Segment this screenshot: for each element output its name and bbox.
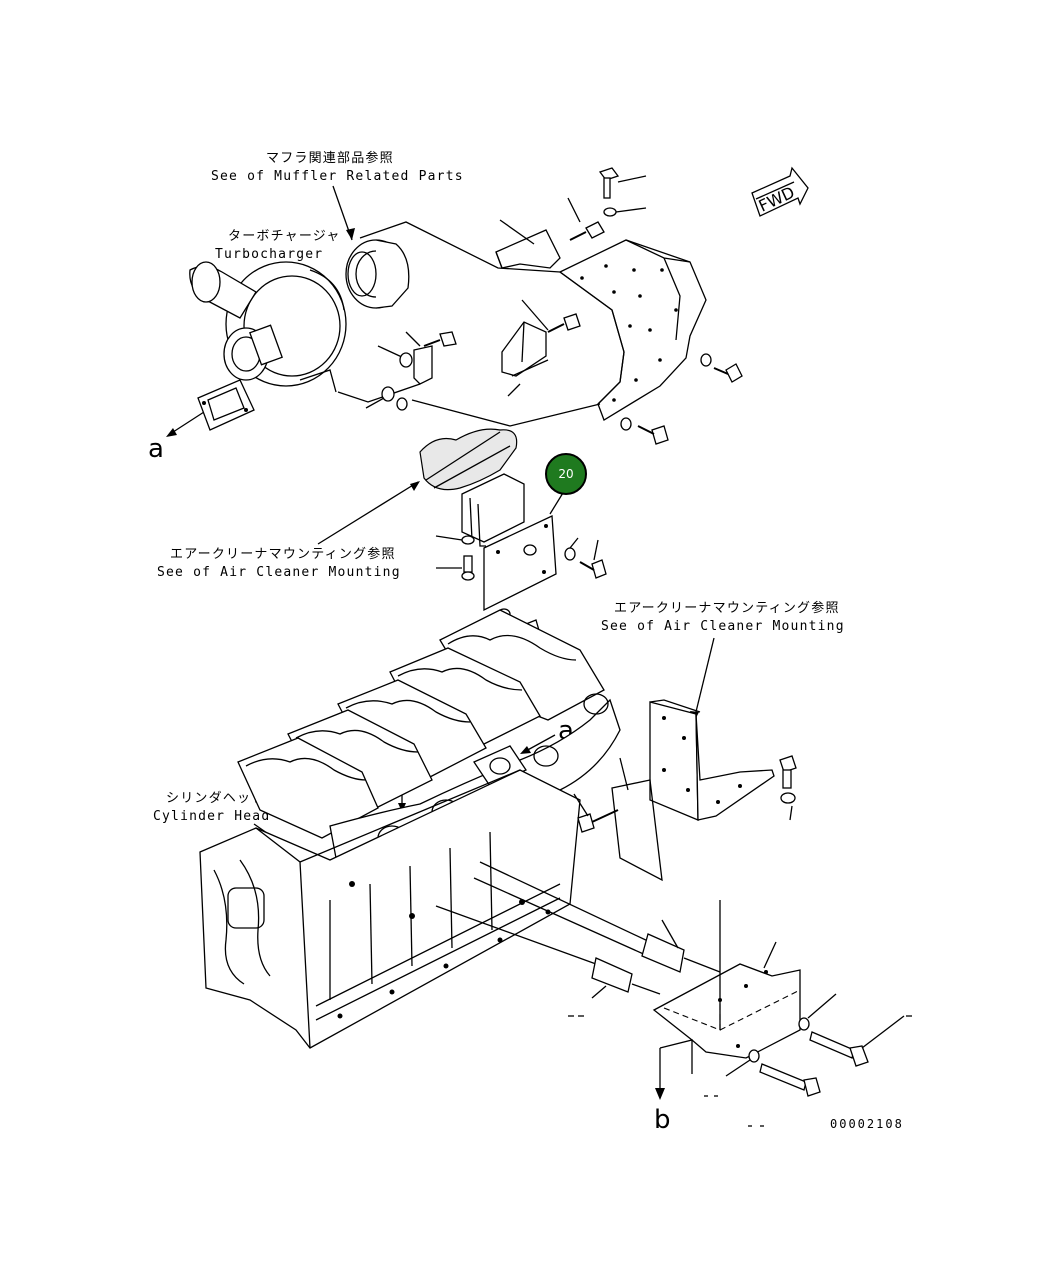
cylinder-head-label-ja: シリンダヘッド (166, 791, 265, 806)
heat-shield-cover (558, 239, 707, 421)
air-cleaner-bracket (611, 699, 775, 882)
bolt-icon (579, 539, 607, 579)
bolt-icon (759, 1063, 821, 1097)
assembly-outline (337, 197, 601, 427)
washer-icon (365, 386, 408, 411)
washer-icon (798, 993, 837, 1031)
washer-icon (399, 352, 413, 368)
lower-bracket (652, 900, 801, 1074)
bolt-icon (423, 331, 457, 347)
bolt-icon (779, 755, 797, 821)
turbocharger-label-en: Turbocharger (215, 247, 323, 262)
leader-ticks (568, 1015, 912, 1127)
spacer-rods (435, 861, 721, 999)
exhaust-flange (419, 428, 518, 491)
bolt-icon (809, 1015, 905, 1067)
bolt-icon (573, 793, 619, 833)
mounting-bracket-plate (461, 473, 567, 612)
upper-brackets (413, 229, 561, 385)
cylinder-head-label-en: Cylinder Head (153, 809, 270, 824)
bolt-icon (569, 221, 605, 241)
turbocharger (189, 261, 347, 431)
washer-icon (620, 353, 712, 431)
cylinder-block (199, 769, 581, 1049)
washer-icon (564, 537, 579, 561)
bolt-icon (598, 167, 647, 199)
washer-icon (435, 535, 475, 545)
turbocharger-label-ja: ターボチャージャ (228, 229, 341, 244)
bolt-icon (547, 313, 581, 333)
muffler-flange (345, 239, 410, 309)
cylinder-heads (237, 609, 605, 839)
bolt-icon (436, 555, 475, 581)
part-callout-20[interactable]: 20 (545, 453, 587, 495)
callout-number: 20 (558, 467, 573, 481)
bolt-icon (637, 363, 743, 445)
washer-icon (725, 1049, 760, 1077)
air-cleaner-label-1-en: See of Air Cleaner Mounting (157, 565, 401, 580)
air-cleaner-label-1-ja: エアークリーナマウンティング参照 (170, 546, 396, 562)
air-cleaner-label-2-en: See of Air Cleaner Mounting (601, 619, 845, 634)
drawing-code: 00002108 (830, 1117, 904, 1131)
muffler-label-en: See of Muffler Related Parts (211, 169, 464, 184)
fwd-label: FWD (756, 183, 798, 216)
marker-b-bottom: b (654, 1105, 671, 1135)
muffler-label-ja: マフラ関連部品参照 (266, 150, 394, 166)
air-cleaner-label-2-ja: エアークリーナマウンティング参照 (614, 600, 840, 616)
washer-icon (603, 207, 647, 217)
forward-arrow-icon: FWD (751, 166, 809, 217)
marker-a-left: a (148, 434, 164, 464)
